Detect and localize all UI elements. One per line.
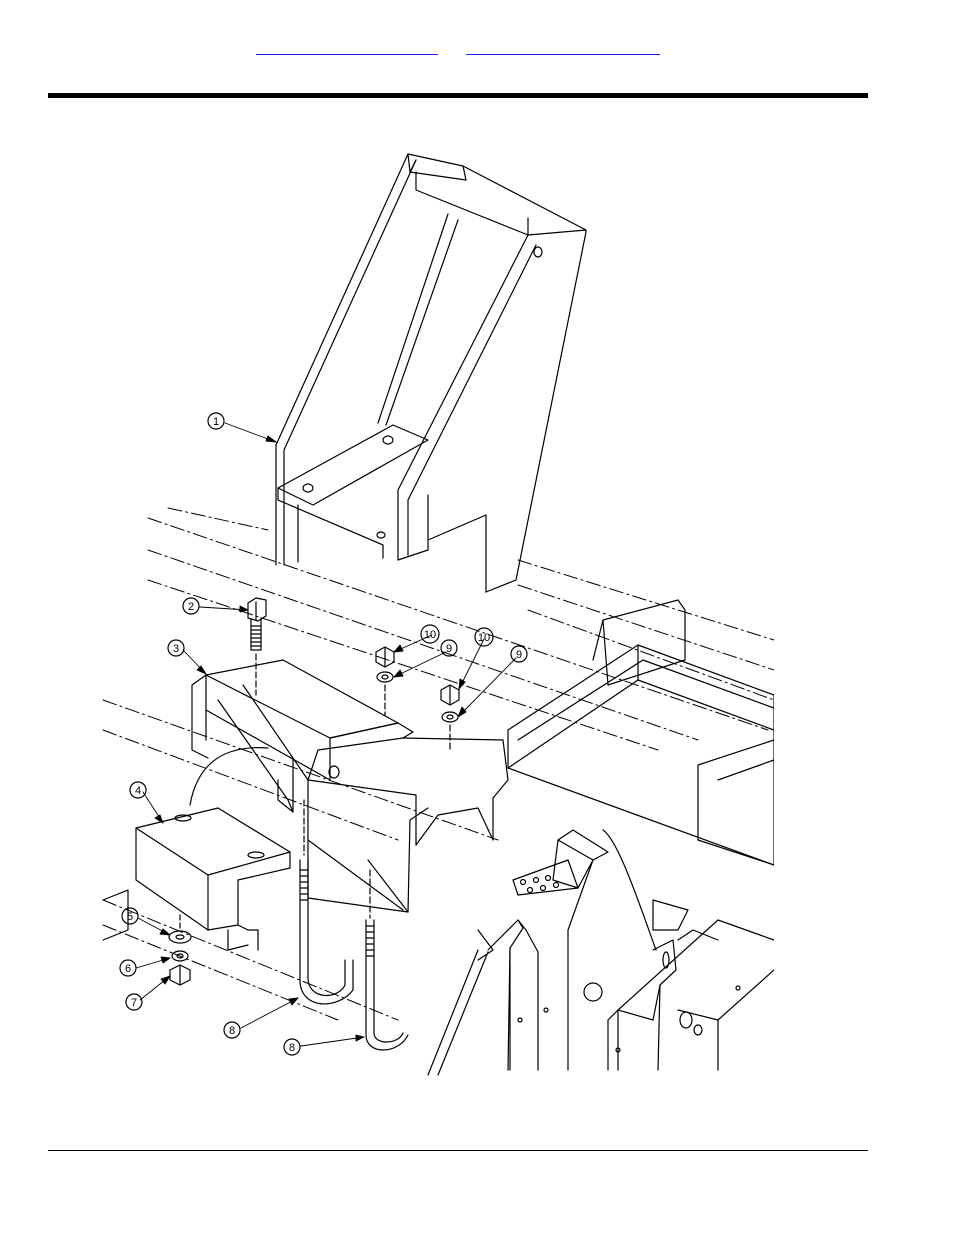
part-1-upright-bracket	[276, 154, 586, 592]
callout-leaders	[136, 423, 516, 1046]
callout-6: 6	[120, 960, 136, 976]
callout-5: 5	[122, 908, 138, 924]
callout-4: 4	[130, 782, 146, 798]
callouts: 1 2 3 4 5 6 7 8 8 9 9 10 10	[120, 413, 527, 1055]
callout-9a: 9	[441, 640, 457, 656]
callout-8b: 8	[284, 1039, 300, 1055]
svg-text:9: 9	[516, 649, 522, 661]
part-5-flat-washer	[169, 915, 191, 943]
part-3-mount-plate	[190, 660, 508, 912]
svg-text:2: 2	[188, 601, 194, 613]
footer-rule	[48, 1150, 868, 1151]
callout-10b: 10	[475, 628, 493, 646]
svg-text:9: 9	[446, 643, 452, 655]
svg-text:8: 8	[289, 1042, 295, 1054]
callout-7: 7	[126, 994, 142, 1010]
hitch-assembly	[428, 740, 774, 1075]
svg-text:1: 1	[213, 416, 219, 428]
svg-text:6: 6	[125, 963, 131, 975]
svg-text:3: 3	[173, 643, 179, 655]
part-9-washer-a	[377, 672, 393, 715]
svg-text:7: 7	[131, 997, 137, 1009]
svg-text:4: 4	[135, 785, 141, 797]
svg-text:10: 10	[478, 632, 490, 644]
part-7-hex-nut	[170, 965, 190, 985]
parts-diagram: 1 2 3 4 5 6 7 8 8 9 9 10 10	[98, 140, 774, 1078]
part-2-bolt	[248, 598, 266, 695]
callout-3: 3	[168, 640, 184, 656]
part-4-clamp-block	[136, 808, 290, 930]
callout-8a: 8	[224, 1022, 240, 1038]
svg-text:10: 10	[424, 629, 436, 641]
callout-2: 2	[183, 598, 199, 614]
header-rule	[48, 93, 868, 98]
nav-link-next[interactable]	[466, 40, 660, 55]
svg-text:5: 5	[127, 911, 133, 923]
part-9-washer-b	[442, 712, 458, 750]
nav-link-previous[interactable]	[256, 40, 438, 55]
part-8-u-bolt-b	[366, 870, 408, 1050]
part-10-nut-b	[441, 685, 459, 705]
main-frame-tube	[508, 600, 774, 865]
callout-1: 1	[208, 413, 224, 429]
svg-text:8: 8	[229, 1025, 235, 1037]
callout-9b: 9	[511, 646, 527, 662]
callout-10a: 10	[421, 625, 439, 643]
